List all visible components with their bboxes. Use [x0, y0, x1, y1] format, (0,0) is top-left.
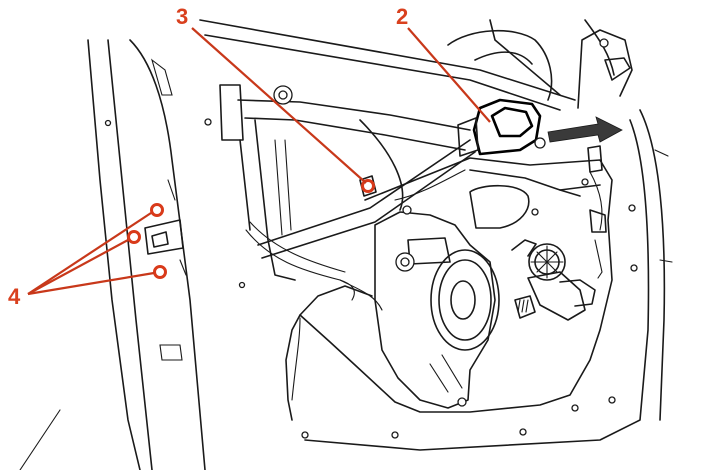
leader-4b [27, 239, 129, 295]
callout-3: 3 [176, 4, 188, 29]
module-carrier [285, 157, 613, 421]
leader-4a [27, 212, 152, 295]
callout-2: 2 [396, 4, 408, 29]
fixing-bolt-4-middle [127, 230, 141, 244]
window-frame [199, 19, 633, 111]
removal-arrow [547, 116, 623, 143]
door-inner-panel [301, 109, 673, 451]
window-motor [511, 145, 603, 321]
door-pillar [19, 39, 246, 470]
leader-2 [407, 27, 491, 123]
loudspeaker [374, 205, 500, 409]
leader-3 [191, 27, 367, 184]
leader-lines [27, 27, 491, 296]
fixing-bolt-3 [359, 175, 377, 197]
wiring-harness [291, 169, 603, 401]
latch-striker [144, 219, 184, 255]
leader-4c [27, 271, 155, 296]
inner-door-handle [457, 98, 546, 157]
fixing-bolt-4-bottom [153, 265, 167, 279]
window-regulator [204, 84, 476, 301]
callout-4: 4 [8, 284, 21, 309]
fixing-bolt-4-top [150, 203, 164, 217]
callout-labels: 2 3 4 [8, 4, 408, 309]
